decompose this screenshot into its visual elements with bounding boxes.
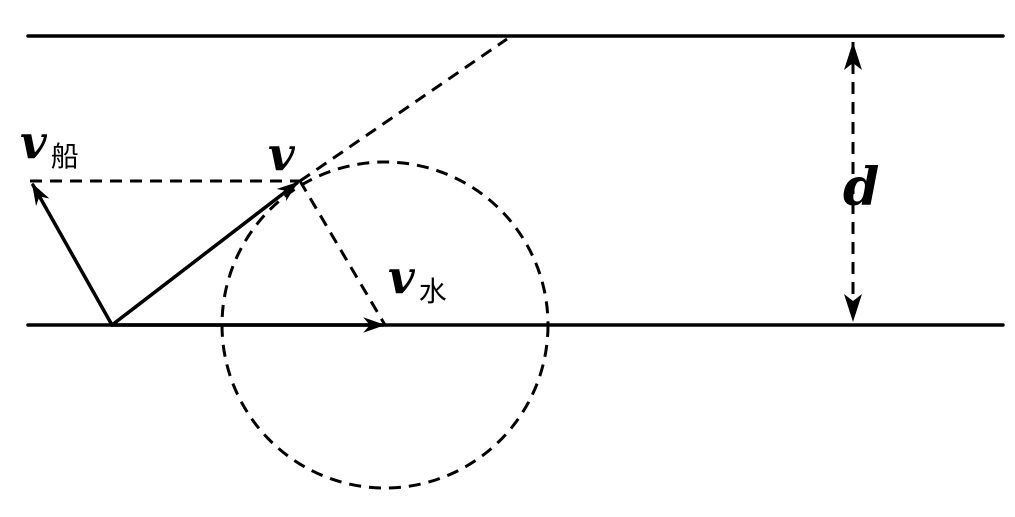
boat-velocity-arrow bbox=[31, 183, 114, 327]
width-arrow-bottom-icon bbox=[844, 294, 862, 322]
radius-line bbox=[298, 180, 387, 326]
resultant-velocity-label: v bbox=[268, 127, 296, 181]
river-width-label: d bbox=[843, 157, 879, 218]
resultant-velocity-arrow bbox=[110, 181, 299, 327]
width-arrow-top-icon bbox=[844, 42, 862, 70]
resultant-extension-line bbox=[299, 37, 508, 183]
